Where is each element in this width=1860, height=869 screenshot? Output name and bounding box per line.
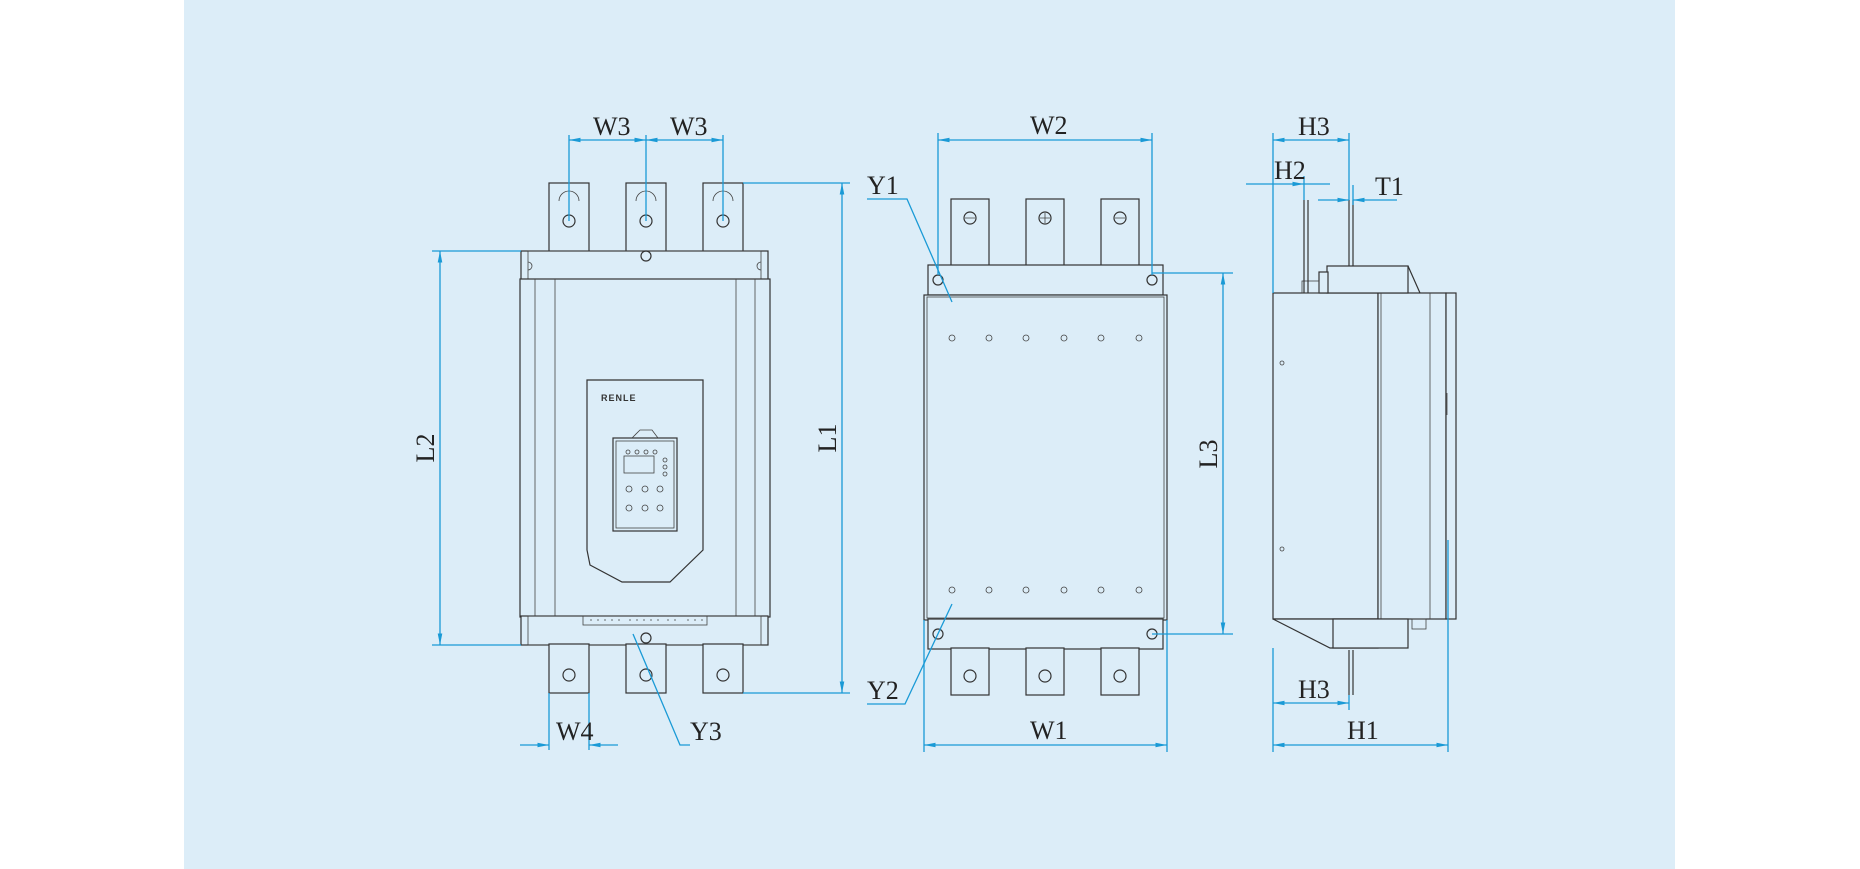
dimension-lines: [432, 133, 1449, 752]
back-bottom-terminals: [950, 647, 1140, 696]
label-h3-bottom: H3: [1298, 675, 1330, 704]
front-main-body: [519, 278, 771, 618]
front-view: RENLE: [519, 182, 771, 694]
back-bottom-bracket: [927, 618, 1164, 650]
back-main-body: [923, 294, 1168, 621]
label-y3: Y3: [690, 717, 722, 746]
label-h1: H1: [1347, 716, 1379, 745]
front-top-bracket: [520, 250, 769, 281]
keypad-display: [612, 429, 678, 532]
back-holes: [948, 334, 1143, 594]
label-w3-left: W3: [593, 112, 631, 141]
label-y1: Y1: [867, 171, 899, 200]
front-bottom-bracket: [520, 615, 769, 646]
back-view: [923, 198, 1168, 696]
label-y2: Y2: [867, 676, 899, 705]
label-h2: H2: [1274, 156, 1306, 185]
front-panel: [586, 379, 704, 583]
back-top-terminals: [950, 198, 1140, 267]
label-w3-right: W3: [670, 112, 708, 141]
side-main-body: [1272, 292, 1379, 620]
label-l2: L2: [411, 434, 440, 463]
brand-logo: RENLE: [601, 393, 637, 403]
label-w2: W2: [1030, 111, 1068, 140]
label-h3-top: H3: [1298, 112, 1330, 141]
side-view: [1272, 200, 1457, 695]
label-l3: L3: [1194, 440, 1223, 469]
label-l1: L1: [813, 424, 842, 453]
label-w1: W1: [1030, 716, 1068, 745]
back-top-bracket: [927, 264, 1164, 296]
label-w4: W4: [556, 717, 594, 746]
front-bottom-terminals: [548, 643, 744, 694]
label-t1: T1: [1375, 172, 1404, 201]
